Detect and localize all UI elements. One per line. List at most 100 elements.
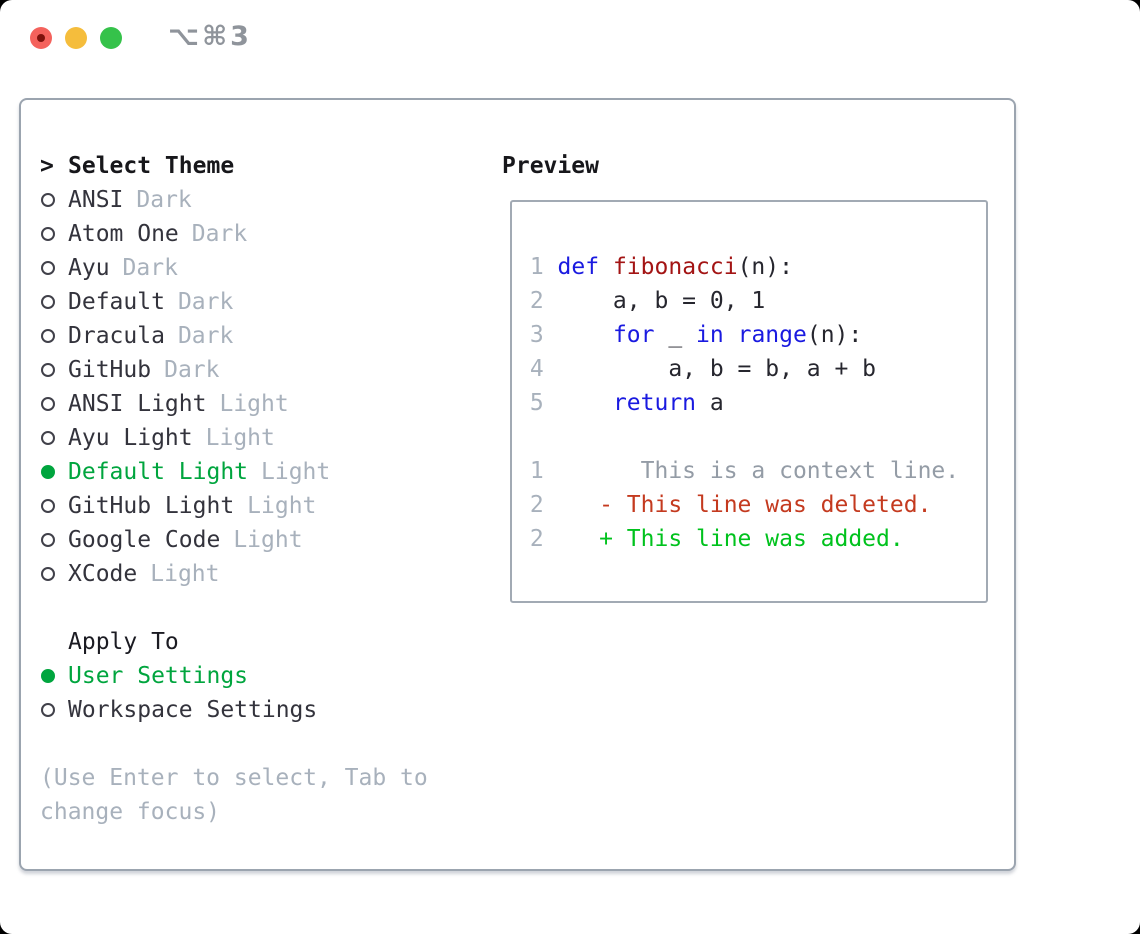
theme-option-label: XCode [68,561,138,587]
theme-variant-tag: Light [219,391,289,417]
code-segment: return [612,390,697,416]
code-segment: + This line was added. [557,526,904,552]
radio-icon [41,431,55,445]
theme-option-label: Dracula [68,323,165,349]
theme-variant-tag: Dark [177,323,234,349]
keyboard-hint-line: change focus) [40,799,221,825]
code-segment: _ [654,322,697,348]
theme-variant-tag: Dark [177,289,234,315]
theme-option[interactable]: GitHub Light Light [40,489,485,523]
theme-option[interactable]: Ayu Dark [40,251,485,285]
keyboard-hint-line: (Use Enter to select, Tab to [40,765,428,791]
line-number: 3 [516,322,558,348]
line-number: 1 [516,458,558,484]
theme-variant-tag: Light [150,561,220,587]
radio-icon [41,703,55,717]
theme-option[interactable]: ANSI Dark [40,183,485,217]
radio-icon [41,567,55,581]
radio-selected-icon [41,465,55,479]
code-segment: fibonacci [612,254,738,280]
theme-option[interactable]: Default Light Light [40,455,485,489]
theme-option-label: ANSI [68,187,124,213]
code-segment: for [612,322,655,348]
code-segment: a, b = b, a + b [557,356,877,382]
line-number: 2 [516,288,558,314]
code-segment: - This line was deleted. [557,492,932,518]
theme-section-title: Select Theme [68,153,235,179]
code-segment: range [737,322,807,348]
theme-option-label: Default Light [68,459,249,485]
code-segment [558,322,613,348]
theme-option[interactable]: Dracula Dark [40,319,485,353]
maximize-button[interactable] [100,27,122,49]
theme-option[interactable]: Default Dark [40,285,485,319]
theme-option-label: GitHub Light [68,493,235,519]
keyboard-hint: (Use Enter to select, Tab to change focus… [40,761,485,829]
theme-variant-tag: Light [233,527,303,553]
code-segment [599,254,613,280]
line-number: 5 [516,390,558,416]
theme-section-header: > Select Theme [40,149,485,183]
close-button[interactable] [30,27,52,49]
apply-option[interactable]: Workspace Settings [40,693,485,727]
line-number: 4 [516,356,558,382]
titlebar: ⌥⌘3 [0,0,1140,98]
minimize-button[interactable] [65,27,87,49]
code-segment: (n): [806,322,863,348]
code-segment [724,322,738,348]
window-title: ⌥⌘3 [168,21,252,52]
theme-variant-tag: Light [205,425,275,451]
record-dot-icon [37,34,45,42]
radio-icon [41,295,55,309]
code-segment: in [696,322,724,348]
theme-option[interactable]: ANSI Light Light [40,387,485,421]
radio-icon [41,397,55,411]
preview-box: 1 def fibonacci(n): 2 a, b = 0, 1 3 for … [510,200,988,603]
theme-variant-tag: Light [261,459,331,485]
theme-option[interactable]: GitHub Dark [40,353,485,387]
radio-icon [41,261,55,275]
theme-option-label: Default [68,289,165,315]
code-segment: a [696,390,724,416]
theme-option[interactable]: Ayu Light Light [40,421,485,455]
theme-option-label: Ayu Light [68,425,193,451]
radio-icon [41,533,55,547]
theme-variant-tag: Dark [164,357,220,383]
theme-variant-tag: Dark [136,187,192,213]
theme-option[interactable]: Atom One Dark [40,217,485,251]
line-number: 2 [516,492,558,518]
theme-variant-tag: Light [247,493,317,519]
code-segment: def [557,254,600,280]
theme-variant-tag: Dark [122,255,178,281]
code-preview: 1 def fibonacci(n): 2 a, b = 0, 1 3 for … [512,202,986,556]
code-segment: a, b = 0, 1 [557,288,766,314]
apply-option[interactable]: User Settings [40,659,485,693]
code-segment: (n): [737,254,793,280]
line-number: 2 [516,526,558,552]
theme-option-label: GitHub [68,357,152,383]
radio-icon [41,499,55,513]
preview-pane: Preview 1 def fibonacci(n): 2 a, b = 0, … [502,149,1002,603]
theme-variant-tag: Dark [191,221,248,247]
line-number: 1 [516,254,558,280]
code-segment [558,390,613,416]
theme-option[interactable]: XCode Light [40,557,485,591]
code-segment: This is a context line. [557,458,960,484]
radio-icon [41,363,55,377]
theme-option-label: ANSI Light [68,391,207,417]
apply-section-title: Apply To [68,629,179,655]
theme-option-label: Atom One [68,221,179,247]
radio-icon [41,193,55,207]
radio-icon [41,329,55,343]
radio-icon [41,227,55,241]
theme-option-label: Ayu [68,255,110,281]
prompt-caret-icon: > [40,153,54,179]
apply-option-label: Workspace Settings [68,697,318,723]
apply-option-label: User Settings [68,663,249,689]
